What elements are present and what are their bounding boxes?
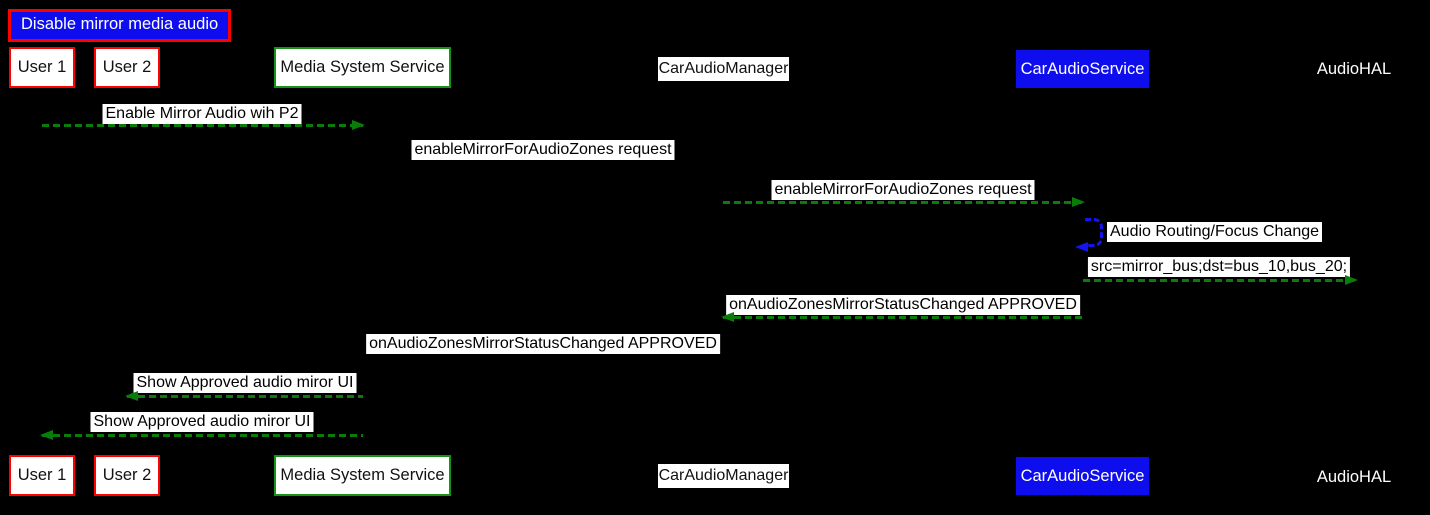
message-label: enableMirrorForAudioZones request — [411, 140, 675, 160]
arrowhead-left-icon — [40, 429, 53, 440]
message-arrow — [723, 196, 1085, 207]
actor-top-car-audio-service: CarAudioService — [1016, 50, 1149, 88]
actor-bottom-user2: User 2 — [94, 455, 160, 496]
self-loop-arrow — [1085, 218, 1103, 247]
arrowhead-right-icon — [1345, 274, 1358, 285]
message-label: onAudioZonesMirrorStatusChanged APPROVED — [366, 334, 720, 354]
actor-top-audio-hal: AudioHAL — [1316, 59, 1392, 78]
actor-bottom-car-audio-manager: CarAudioManager — [658, 464, 789, 488]
message-arrow — [42, 119, 365, 130]
message-arrow — [125, 390, 363, 401]
arrowhead-left-icon — [125, 390, 138, 401]
actor-top-user1: User 1 — [9, 47, 75, 88]
actor-top-car-audio-manager: CarAudioManager — [658, 57, 789, 81]
actor-bottom-media-system-service: Media System Service — [274, 455, 451, 496]
actor-top-media-system-service: Media System Service — [274, 47, 451, 88]
actor-bottom-audio-hal: AudioHAL — [1316, 467, 1392, 486]
message-label: Enable Mirror Audio wih P2 — [102, 104, 302, 124]
arrowhead-left-icon — [1075, 242, 1088, 252]
message-label: Audio Routing/Focus Change — [1107, 222, 1323, 242]
message-arrow — [1083, 274, 1358, 285]
arrowhead-right-icon — [352, 119, 365, 130]
message-label: enableMirrorForAudioZones request — [771, 180, 1035, 200]
message-arrow — [40, 429, 363, 440]
arrowhead-right-icon — [1072, 196, 1085, 207]
message-label: onAudioZonesMirrorStatusChanged APPROVED — [726, 295, 1080, 315]
arrowhead-left-icon — [721, 311, 734, 322]
message-arrow — [721, 311, 1083, 322]
actor-bottom-user1: User 1 — [9, 455, 75, 496]
actor-bottom-car-audio-service: CarAudioService — [1016, 457, 1149, 495]
message-label: Show Approved audio miror UI — [133, 373, 357, 393]
actor-top-user2: User 2 — [94, 47, 160, 88]
diagram-title: Disable mirror media audio — [8, 9, 232, 42]
message-label: Show Approved audio miror UI — [90, 412, 314, 432]
message-label: src=mirror_bus;dst=bus_10,bus_20; — [1087, 257, 1351, 277]
